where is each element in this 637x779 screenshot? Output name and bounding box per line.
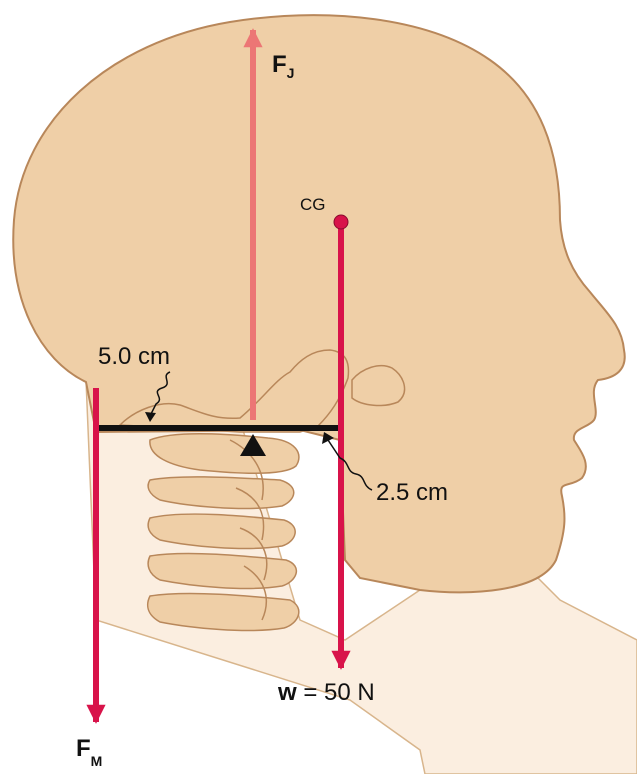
pointer-squiggle-left-head	[145, 412, 156, 422]
head-silhouette	[12, 14, 626, 594]
pointer-squiggle-right-head	[322, 432, 334, 444]
pointer-squiggle-left	[149, 371, 171, 417]
cg-label: CG	[300, 195, 326, 214]
mastoid-bone	[351, 364, 406, 407]
fj-label: FJ	[272, 51, 294, 81]
distance-label-left: 5.0 cm	[98, 343, 170, 370]
cg-dot-icon	[333, 214, 349, 230]
skull-base-bone	[118, 349, 350, 433]
distance-label-right: 2.5 cm	[376, 479, 448, 506]
pointer-squiggle-right	[327, 439, 373, 491]
weight-label: w = 50 N	[277, 679, 375, 706]
cervical-spine	[146, 432, 300, 632]
pivot-fulcrum-icon	[240, 434, 266, 456]
fm-label: FM	[76, 735, 102, 769]
